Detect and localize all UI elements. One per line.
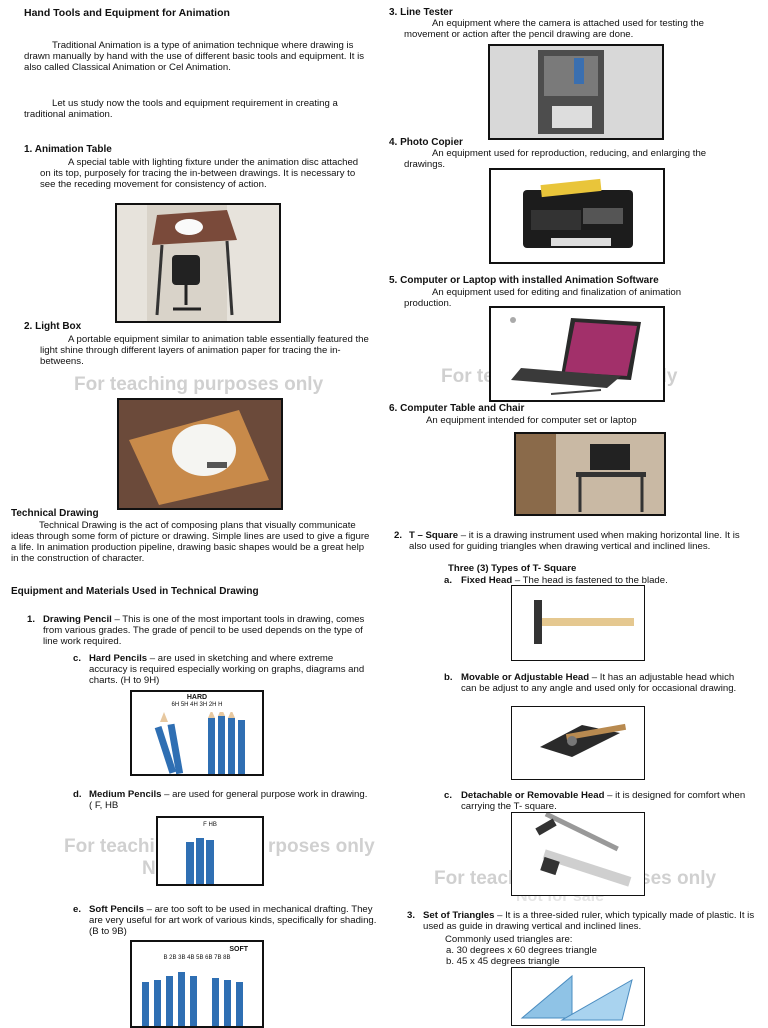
- soft-pencils-image: SOFT B 2B 3B 4B 5B 6B 7B 8B: [130, 940, 264, 1028]
- triangles-text: – It is a three-sided ruler, which typic…: [423, 910, 755, 932]
- animation-table-image: [115, 203, 281, 323]
- medium-pencils-term: Medium Pencils: [89, 789, 162, 800]
- section-equipment-title: Equipment and Materials Used in Technica…: [11, 586, 259, 597]
- drawing-pencil-term: Drawing Pencil: [43, 614, 112, 625]
- medium-pencils-image-grades: F HB: [203, 822, 217, 828]
- photo-copier-image: [489, 168, 665, 264]
- item-computer-text: An equipment used for editing and finali…: [404, 287, 682, 309]
- triangles-image: [511, 967, 645, 1026]
- technical-drawing-intro: Technical Drawing is the act of composin…: [11, 520, 370, 564]
- detachable-head-term: Detachable or Removable Head: [461, 790, 605, 801]
- triangles-term: Set of Triangles: [423, 910, 495, 921]
- adjustable-head-text: – It has an adjustable head which can be…: [461, 672, 737, 694]
- hard-pencils-image-title: HARD: [186, 694, 208, 701]
- watermark-teaching: For teaching purposes only: [74, 374, 324, 395]
- item-computer-table-title: 6. Computer Table and Chair: [389, 403, 525, 414]
- item-computer-title: 5. Computer or Laptop with installed Ani…: [389, 275, 659, 286]
- page-title: Hand Tools and Equipment for Animation: [24, 7, 230, 19]
- adjustable-head-label: b.: [444, 672, 453, 683]
- computer-table-image: [514, 432, 666, 516]
- hard-pencils-image-grades: 6H 5H 4H 3H 2H H: [171, 702, 223, 708]
- triangles-common: Commonly used triangles are:: [445, 934, 573, 945]
- triangles-number: 3.: [407, 910, 416, 921]
- fixed-head-item: Fixed Head – The head is fastened to the…: [461, 575, 751, 586]
- watermark-teaching-right-3: ses only: [640, 868, 717, 889]
- adjustable-head-item: Movable or Adjustable Head – It has an a…: [461, 672, 751, 694]
- detachable-head-label: c.: [444, 790, 453, 801]
- item-animation-table-title: 1. Animation Table: [24, 144, 112, 155]
- hard-pencils-image: HARD 6H 5H 4H 3H 2H H: [130, 690, 264, 776]
- soft-pencils-image-grades: B 2B 3B 4B 5B 6B 7B 8B: [163, 955, 231, 961]
- fixed-head-label: a.: [444, 575, 453, 586]
- hard-pencils-label: c.: [73, 653, 82, 664]
- soft-pencils-label: e.: [73, 904, 82, 915]
- watermark-teaching-left-2: For teaching: [64, 836, 179, 857]
- triangle-30-60: a. 30 degrees x 60 degrees triangle: [446, 945, 597, 956]
- adjustable-head-term: Movable or Adjustable Head: [461, 672, 590, 683]
- detachable-head-text: – it is designed for comfort when carryi…: [461, 790, 746, 812]
- watermark-teaching-left-3: For teachi: [434, 868, 525, 889]
- item-animation-table-text: A special table with lighting fixture un…: [40, 157, 359, 190]
- soft-pencils-item: Soft Pencils – are too soft to be used i…: [89, 904, 379, 937]
- hard-pencils-item: Hard Pencils – are used in sketching and…: [89, 653, 369, 686]
- study-paragraph: Let us study now the tools and equipment…: [24, 98, 338, 120]
- hard-pencils-text: – are used in sketching and where extrem…: [89, 653, 365, 686]
- t-square-types-title: Three (3) Types of T- Square: [448, 563, 577, 574]
- laptop-image: [489, 306, 665, 402]
- fixed-head-text: – The head is fastened to the blade.: [512, 575, 668, 586]
- adjustable-head-image: [511, 706, 645, 780]
- light-box-image: [117, 398, 283, 510]
- soft-pencils-text: – are too soft to be used in mechanical …: [89, 904, 377, 937]
- t-square-item: T – Square – it is a drawing instrument …: [409, 530, 754, 552]
- item-photo-copier-title: 4. Photo Copier: [389, 137, 463, 148]
- fixed-head-term: Fixed Head: [461, 575, 513, 586]
- drawing-pencil-item: Drawing Pencil – This is one of the most…: [43, 614, 373, 647]
- drawing-pencil-text: – This is one of the most important tool…: [43, 614, 365, 647]
- triangles-item: Set of Triangles – It is a three-sided r…: [423, 910, 758, 932]
- medium-pencils-label: d.: [73, 789, 82, 800]
- detachable-head-item: Detachable or Removable Head – it is des…: [461, 790, 761, 812]
- item-line-tester-text: An equipment where the camera is attache…: [404, 18, 704, 40]
- watermark-teaching-right-2: rposes only: [268, 836, 375, 857]
- item-photo-copier-text: An equipment used for reproduction, redu…: [404, 148, 707, 170]
- line-tester-image: [488, 44, 664, 140]
- section-technical-drawing-title: Technical Drawing: [11, 508, 99, 519]
- hard-pencils-term: Hard Pencils: [89, 653, 148, 664]
- detachable-head-image: [511, 812, 645, 896]
- medium-pencils-item: Medium Pencils – are used for general pu…: [89, 789, 369, 811]
- medium-pencils-text: – are used for general purpose work in d…: [89, 789, 368, 811]
- item-light-box-text: A portable equipment similar to animatio…: [40, 334, 369, 367]
- t-square-text: – it is a drawing instrument used when m…: [409, 530, 740, 552]
- item-line-tester-title: 3. Line Tester: [389, 7, 453, 18]
- t-square-term: T – Square: [409, 530, 459, 541]
- triangle-45-45: b. 45 x 45 degrees triangle: [446, 956, 560, 967]
- watermark-teaching-left: For tea: [441, 366, 505, 387]
- item-light-box-title: 2. Light Box: [24, 321, 82, 332]
- item-computer-table-text: An equipment intended for computer set o…: [426, 415, 637, 426]
- soft-pencils-term: Soft Pencils: [89, 904, 144, 915]
- fixed-head-image: [511, 585, 645, 661]
- soft-pencils-image-title: SOFT: [229, 946, 248, 953]
- medium-pencils-image: F HB: [156, 816, 264, 886]
- drawing-pencil-number: 1.: [27, 614, 36, 625]
- intro-paragraph: Traditional Animation is a type of anima…: [24, 40, 365, 73]
- t-square-number: 2.: [394, 530, 403, 541]
